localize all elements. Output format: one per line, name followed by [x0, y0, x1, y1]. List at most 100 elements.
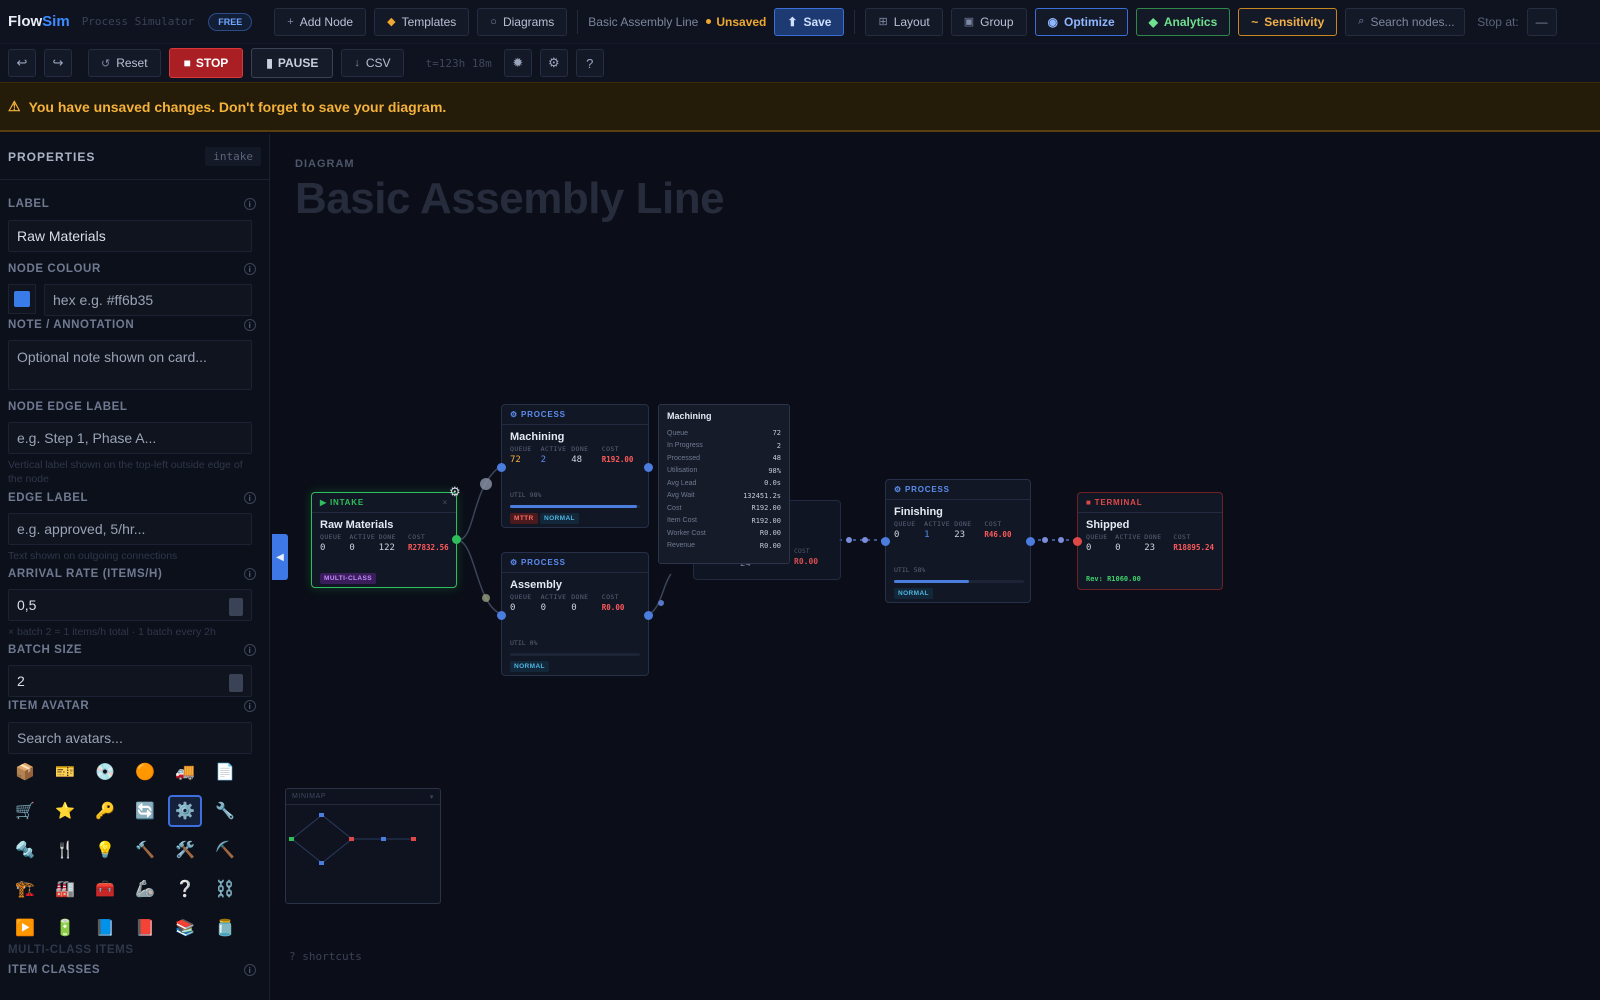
add-node-button[interactable]: +Add Node	[274, 7, 367, 36]
arrival-rate-input[interactable]: 0,5	[8, 589, 252, 621]
avatar-option[interactable]: 🔑	[95, 803, 115, 820]
info-icon[interactable]: i	[244, 319, 256, 331]
info-icon[interactable]: i	[244, 644, 256, 656]
info-icon[interactable]: i	[244, 568, 256, 580]
avatar-search-input[interactable]: Search avatars...	[8, 722, 252, 754]
avatar-option[interactable]: 📕	[135, 920, 155, 937]
help-icon[interactable]: ?	[575, 49, 604, 77]
stop-at-input[interactable]: —	[1526, 7, 1557, 36]
output-port[interactable]	[644, 611, 653, 620]
info-icon[interactable]: i	[244, 198, 256, 210]
sun-icon[interactable]: ✹	[503, 49, 532, 77]
avatar-option[interactable]: 🦾	[135, 881, 155, 898]
avatar-option[interactable]: 💡	[95, 842, 115, 859]
info-icon[interactable]: i	[244, 263, 256, 275]
input-port[interactable]	[1073, 537, 1082, 546]
avatar-option[interactable]: 🫙	[215, 920, 235, 937]
stepper-icon[interactable]	[229, 598, 243, 616]
group-button[interactable]: ▣Group	[950, 7, 1027, 36]
avatar-option[interactable]: 🟠	[135, 764, 155, 781]
avatar-option[interactable]: ⭐	[55, 803, 75, 820]
optimize-icon: ◉	[1047, 14, 1058, 29]
undo-icon[interactable]: ↩	[8, 49, 36, 77]
avatar-option[interactable]: 🏗️	[15, 881, 35, 898]
avatar-option[interactable]: ⛓️	[215, 881, 235, 898]
chevron-down-icon[interactable]: ▾	[429, 793, 434, 801]
output-port[interactable]	[1026, 537, 1035, 546]
colour-picker[interactable]	[8, 284, 36, 314]
input-port[interactable]	[497, 463, 506, 472]
avatar-option[interactable]: 📚	[175, 920, 195, 937]
avatar-option[interactable]: 🍴	[55, 842, 75, 859]
avatar-option[interactable]: 🏭	[55, 881, 75, 898]
edge-intake-machining	[457, 465, 502, 541]
analytics-button[interactable]: ◆Analytics	[1135, 7, 1231, 36]
colour-hex-input[interactable]: hex e.g. #ff6b35	[44, 284, 252, 316]
csv-export-button[interactable]: ↓CSV	[341, 49, 404, 77]
avatar-option[interactable]: 🔋	[55, 920, 75, 937]
analytics-icon: ◆	[1148, 14, 1158, 29]
avatar-option[interactable]: 🛠️	[175, 842, 195, 859]
pause-button[interactable]: ▮PAUSE	[251, 48, 334, 78]
avatar-option[interactable]: 🔩	[15, 842, 35, 859]
node-edge-label-input[interactable]: e.g. Step 1, Phase A...	[8, 422, 252, 454]
edge-label-input[interactable]: e.g. approved, 5/hr...	[8, 513, 252, 545]
avatar-option[interactable]: ⚙️	[168, 795, 202, 827]
sensitivity-button[interactable]: ~Sensitivity	[1238, 7, 1338, 36]
settings-icon[interactable]: ⚙	[539, 49, 568, 77]
diagrams-button[interactable]: ○Diagrams	[477, 7, 568, 36]
diagram-canvas[interactable]: DIAGRAM Basic Assembly Line COST 24 R0.0…	[271, 134, 1600, 1000]
note-textarea[interactable]: Optional note shown on card...	[8, 340, 252, 390]
normal-tag: NORMAL	[510, 661, 549, 672]
stop-button[interactable]: ■STOP	[168, 48, 244, 78]
banner-text: You have unsaved changes. Don't forget t…	[28, 98, 447, 115]
stepper-icon[interactable]	[229, 674, 243, 692]
avatar-option[interactable]: 🔧	[215, 803, 235, 820]
avatar-option[interactable]: 🎫	[55, 764, 75, 781]
avatar-option[interactable]: ▶️	[15, 920, 35, 937]
revenue-label: Rev: R1060.00	[1086, 575, 1141, 583]
avatar-option[interactable]: 🔄	[135, 803, 155, 820]
close-icon[interactable]: ×	[442, 498, 448, 507]
optimize-button[interactable]: ◉Optimize	[1034, 7, 1128, 36]
gear-icon[interactable]: ⚙	[449, 484, 461, 499]
info-icon[interactable]: i	[244, 700, 256, 712]
layout-button[interactable]: ⊞Layout	[865, 7, 943, 36]
shortcuts-hint[interactable]: ? shortcuts	[289, 950, 362, 963]
avatar-option[interactable]: 🚚	[175, 764, 195, 781]
output-port[interactable]	[644, 463, 653, 472]
collapse-sidebar-button[interactable]: ◀	[272, 534, 288, 580]
label-input[interactable]: Raw Materials	[8, 220, 252, 252]
avatar-option[interactable]: 🔨	[135, 842, 155, 859]
save-button[interactable]: ⬆Save	[774, 7, 845, 36]
util-label: UTIL 98%	[510, 491, 542, 499]
search-nodes-input[interactable]: ⌕Search nodes...	[1345, 7, 1466, 36]
batch-size-input[interactable]: 2	[8, 665, 252, 697]
reset-button[interactable]: ↺Reset	[88, 49, 161, 77]
avatar-option[interactable]: ❔	[175, 881, 195, 898]
redo-icon[interactable]: ↪	[44, 49, 72, 77]
input-port[interactable]	[881, 537, 890, 546]
avatar-option[interactable]: 📄	[215, 764, 235, 781]
input-port[interactable]	[497, 611, 506, 620]
info-icon[interactable]: i	[244, 964, 256, 976]
templates-button[interactable]: ◆Templates	[374, 7, 470, 36]
avatar-option[interactable]: 💿	[95, 764, 115, 781]
avatar-option[interactable]: 🛒	[15, 803, 35, 820]
info-icon[interactable]: i	[244, 492, 256, 504]
avatar-option[interactable]: 📘	[95, 920, 115, 937]
avatar-option[interactable]: 🧰	[95, 881, 115, 898]
avatar-option[interactable]: ⛏️	[215, 842, 235, 859]
output-port[interactable]	[452, 535, 461, 544]
minimap[interactable]: MINIMAP▾	[285, 788, 441, 904]
edge-label-hint: Text shown on outgoing connections	[8, 550, 178, 562]
avatar-option[interactable]: 📦	[15, 764, 35, 781]
